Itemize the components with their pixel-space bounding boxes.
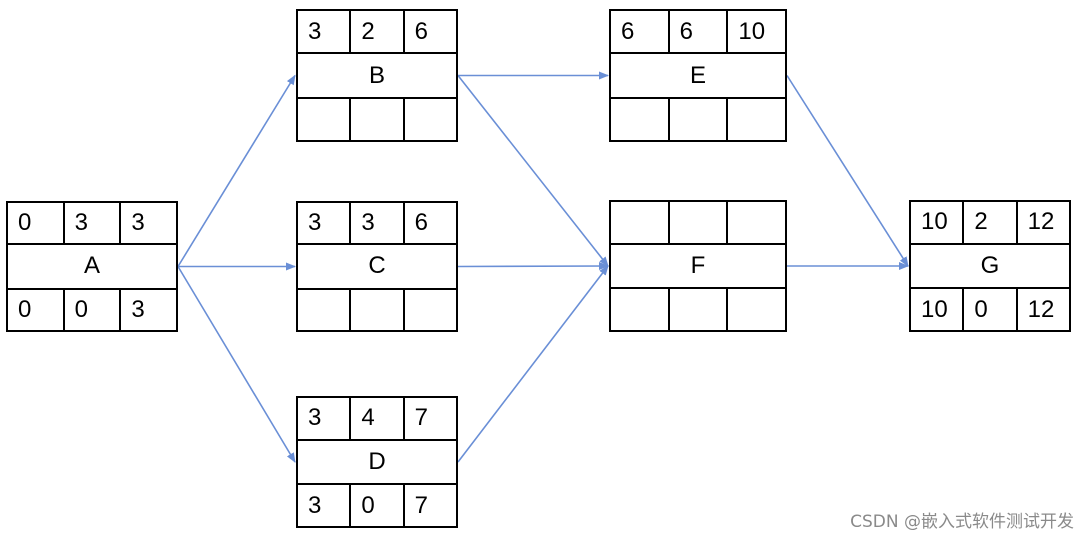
node-e-early-start: 6 xyxy=(621,17,635,45)
node-b-bottom-row xyxy=(298,97,456,140)
node-a-late-finish: 3 xyxy=(119,289,176,330)
arrow-b-to-f xyxy=(457,75,609,267)
node-c-total-float xyxy=(349,289,402,330)
node-g-bottom-row: 10 0 12 xyxy=(911,287,1069,330)
node-f: F xyxy=(609,200,787,332)
arrow-a-to-b xyxy=(177,74,296,267)
node-b-early-finish: 6 xyxy=(402,11,456,52)
node-a-early-finish: 3 xyxy=(119,203,176,244)
node-c-late-start xyxy=(298,290,349,330)
node-g-late-finish: 12 xyxy=(1015,289,1069,330)
node-f-total-float xyxy=(667,289,727,330)
node-d-late-finish: 7 xyxy=(402,485,456,526)
node-e-label: E xyxy=(689,61,706,89)
watermark: CSDN @嵌入式软件测试开发 xyxy=(850,512,1074,532)
node-b: 3 2 6 B xyxy=(296,9,458,142)
node-a-duration: 3 xyxy=(62,203,120,244)
node-c: 3 3 6 C xyxy=(296,201,458,332)
node-a-late-start: 0 xyxy=(18,295,32,323)
arrow-e-to-g xyxy=(786,75,909,267)
node-f-bottom-row xyxy=(611,287,785,330)
node-c-duration: 3 xyxy=(349,203,402,244)
node-e-bottom-row xyxy=(611,97,785,140)
node-d-late-start: 3 xyxy=(308,491,322,519)
node-e-late-start xyxy=(611,99,668,140)
node-c-early-finish: 6 xyxy=(402,203,456,244)
node-g-top-row: 10 2 12 xyxy=(911,202,1069,245)
node-c-top-row: 3 3 6 xyxy=(298,203,456,246)
node-e-duration: 6 xyxy=(667,11,727,52)
node-d-total-float: 0 xyxy=(349,485,402,526)
node-g-early-start: 10 xyxy=(921,208,948,236)
node-g-late-start: 10 xyxy=(921,295,948,323)
node-a-total-float: 0 xyxy=(62,289,120,330)
node-b-late-start xyxy=(298,99,349,140)
node-d-bottom-row: 3 0 7 xyxy=(298,483,456,526)
node-a-label: A xyxy=(83,252,100,280)
node-a-early-start: 0 xyxy=(18,209,32,237)
node-d-early-start: 3 xyxy=(308,404,322,432)
node-e-total-float xyxy=(667,99,727,140)
node-c-early-start: 3 xyxy=(308,209,322,237)
node-b-late-finish xyxy=(402,99,456,140)
node-g-early-finish: 12 xyxy=(1015,202,1069,243)
node-b-top-row: 3 2 6 xyxy=(298,11,456,54)
node-a-top-row: 0 3 3 xyxy=(8,203,176,246)
node-e-early-finish: 10 xyxy=(726,11,785,52)
node-d-top-row: 3 4 7 xyxy=(298,398,456,441)
node-b-label: B xyxy=(368,61,385,89)
node-d-early-finish: 7 xyxy=(402,398,456,439)
node-g-label: G xyxy=(980,251,1000,279)
node-a: 0 3 3 A 0 0 3 xyxy=(6,201,178,332)
node-c-label: C xyxy=(368,252,386,280)
arrow-c-to-f xyxy=(457,262,609,271)
node-f-late-start xyxy=(611,289,668,330)
node-g-total-float: 0 xyxy=(962,289,1015,330)
node-b-early-start: 3 xyxy=(308,17,322,45)
node-c-late-finish xyxy=(402,289,456,330)
node-d-label: D xyxy=(368,447,386,475)
arrow-d-to-f xyxy=(457,265,609,463)
node-f-duration xyxy=(667,202,727,243)
node-b-duration: 2 xyxy=(349,11,402,52)
node-e: 6 6 10 E xyxy=(609,9,787,142)
node-g: 10 2 12 G 10 0 12 xyxy=(909,200,1071,332)
node-f-label: F xyxy=(690,251,706,279)
node-c-bottom-row xyxy=(298,287,456,330)
arrow-a-to-d xyxy=(177,266,296,463)
node-f-early-start xyxy=(611,202,668,243)
node-d: 3 4 7 D 3 0 7 xyxy=(296,396,458,528)
node-a-bottom-row: 0 0 3 xyxy=(8,287,176,330)
node-f-late-finish xyxy=(726,289,785,330)
node-g-duration: 2 xyxy=(962,202,1015,243)
node-e-top-row: 6 6 10 xyxy=(611,11,785,54)
node-b-total-float xyxy=(349,99,402,140)
node-f-top-row xyxy=(611,202,785,245)
node-e-late-finish xyxy=(726,99,785,140)
node-f-early-finish xyxy=(726,202,785,243)
node-d-duration: 4 xyxy=(349,398,402,439)
